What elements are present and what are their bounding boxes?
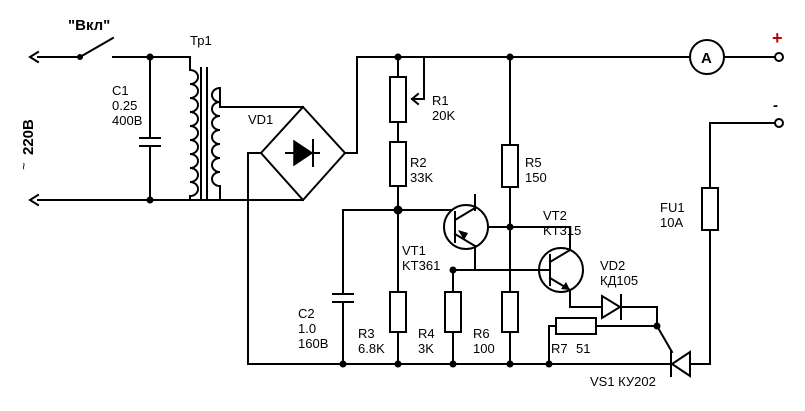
tr1-ref: Тр1: [190, 33, 212, 48]
capacitor-c2: C2 1.0 160В: [298, 209, 354, 365]
fu1-ref: FU1: [660, 200, 685, 215]
vt1-type: KT361: [402, 258, 440, 273]
r7-ref: R7: [551, 341, 568, 356]
ac-symbol: ~: [16, 162, 31, 170]
diode-vd2: VD2 КД105: [600, 258, 658, 320]
c2-voltage: 160В: [298, 336, 328, 351]
power-switch: "Вкл": [68, 17, 191, 60]
r6-value: 100: [473, 341, 495, 356]
input-arrow-top: [28, 50, 40, 64]
transformer-tr1: Тр1: [188, 33, 222, 201]
vs1-label: VS1 КУ202: [590, 374, 656, 389]
resistor-r7: R7 51: [548, 317, 658, 365]
bridge-rectifier-vd1: VD1: [248, 105, 347, 202]
fuse-fu1: FU1 10A: [660, 122, 719, 365]
terminal-minus: -: [709, 97, 784, 128]
c2-value: 1.0: [298, 321, 316, 336]
vt1-ref: VT1: [402, 243, 426, 258]
potentiometer-r1: R1 20K: [389, 56, 455, 143]
c2-ref: C2: [298, 306, 315, 321]
thyristor-vs1: VS1 КУ202: [590, 324, 711, 389]
mains-input: 220В ~: [16, 50, 211, 207]
r1-ref: R1: [432, 93, 449, 108]
vt2-type: KT315: [543, 223, 581, 238]
mains-voltage-label: 220В: [20, 119, 37, 155]
vd2-ref: VD2: [600, 258, 625, 273]
r5-value: 150: [525, 170, 547, 185]
transistor-vt1: VT1 KT361: [402, 204, 489, 273]
r2-ref: R2: [410, 155, 427, 170]
plus-sign: +: [772, 28, 783, 48]
resistor-r3: R3 6.8K: [358, 209, 407, 365]
minus-sign: -: [773, 97, 778, 114]
resistor-r2: R2 33K: [389, 141, 433, 211]
c1-voltage: 400В: [112, 113, 142, 128]
c1-ref: C1: [112, 83, 129, 98]
r4-value: 3K: [418, 341, 434, 356]
r3-ref: R3: [358, 326, 375, 341]
fu1-value: 10A: [660, 215, 683, 230]
ammeter: A: [689, 39, 725, 75]
transistor-vt2: VT2 KT315: [538, 208, 584, 293]
vd2-type: КД105: [600, 273, 638, 288]
resistor-r6: R6 100: [473, 291, 519, 365]
ammeter-symbol: A: [701, 50, 712, 67]
r3-value: 6.8K: [358, 341, 385, 356]
vd1-ref: VD1: [248, 112, 273, 127]
r7-value: 51: [576, 341, 590, 356]
r6-ref: R6: [473, 326, 490, 341]
capacitor-c1: C1 0.25 400В: [112, 53, 161, 204]
resistor-r5: R5 150: [501, 56, 547, 293]
terminal-plus: +: [772, 28, 784, 62]
resistor-r4: R4 3K: [418, 269, 462, 365]
r2-value: 33K: [410, 170, 433, 185]
r1-value: 20K: [432, 108, 455, 123]
r5-ref: R5: [525, 155, 542, 170]
vt2-ref: VT2: [543, 208, 567, 223]
r4-ref: R4: [418, 326, 435, 341]
input-arrow-bottom: [28, 193, 40, 207]
c1-value: 0.25: [112, 98, 137, 113]
switch-label: "Вкл": [68, 17, 110, 34]
